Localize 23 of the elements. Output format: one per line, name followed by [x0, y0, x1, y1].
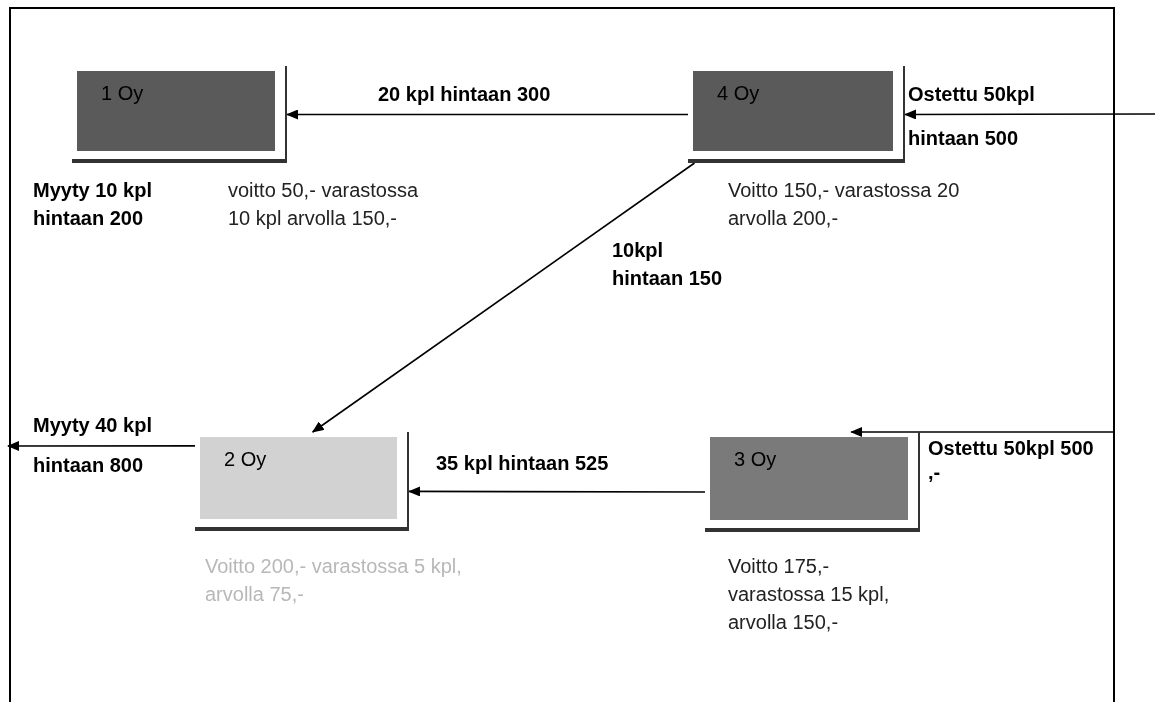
company-box [195, 432, 409, 531]
node-caption: Voitto 175,- varastossa 15 kpl, arvolla 150,- [728, 554, 891, 635]
company-name: 2 Oy [224, 447, 267, 472]
company-name: 4 Oy [717, 81, 760, 106]
arrow [850, 427, 1116, 437]
edge-label: Ostettu 50kpl 500 ,- [928, 436, 1095, 484]
edge-label: Ostettu 50kpl hintaan 500 [908, 82, 1036, 151]
node-caption: Voitto 200,- varastossa 5 kpl, arvolla 75,- [205, 554, 463, 607]
arrow [904, 109, 1155, 120]
company-name: 3 Oy [734, 447, 777, 472]
arrow [408, 486, 706, 497]
company-box [688, 66, 905, 163]
company-name: 1 Oy [101, 81, 144, 106]
company-box [72, 66, 287, 163]
edge-label: Myyty 40 kpl hintaan 800 [33, 413, 153, 478]
edge-label: 10kpl hintaan 150 [612, 238, 724, 291]
node-caption: Voitto 150,- varastossa 20 arvolla 200,- [728, 178, 961, 231]
arrow [311, 162, 696, 433]
arrow [286, 109, 689, 120]
node-caption: voitto 50,- varastossa 10 kpl arvolla 150,- [228, 178, 420, 231]
company-box [705, 432, 920, 532]
arrow [7, 441, 196, 451]
node-caption: Myyty 10 kpl hintaan 200 [33, 178, 153, 231]
